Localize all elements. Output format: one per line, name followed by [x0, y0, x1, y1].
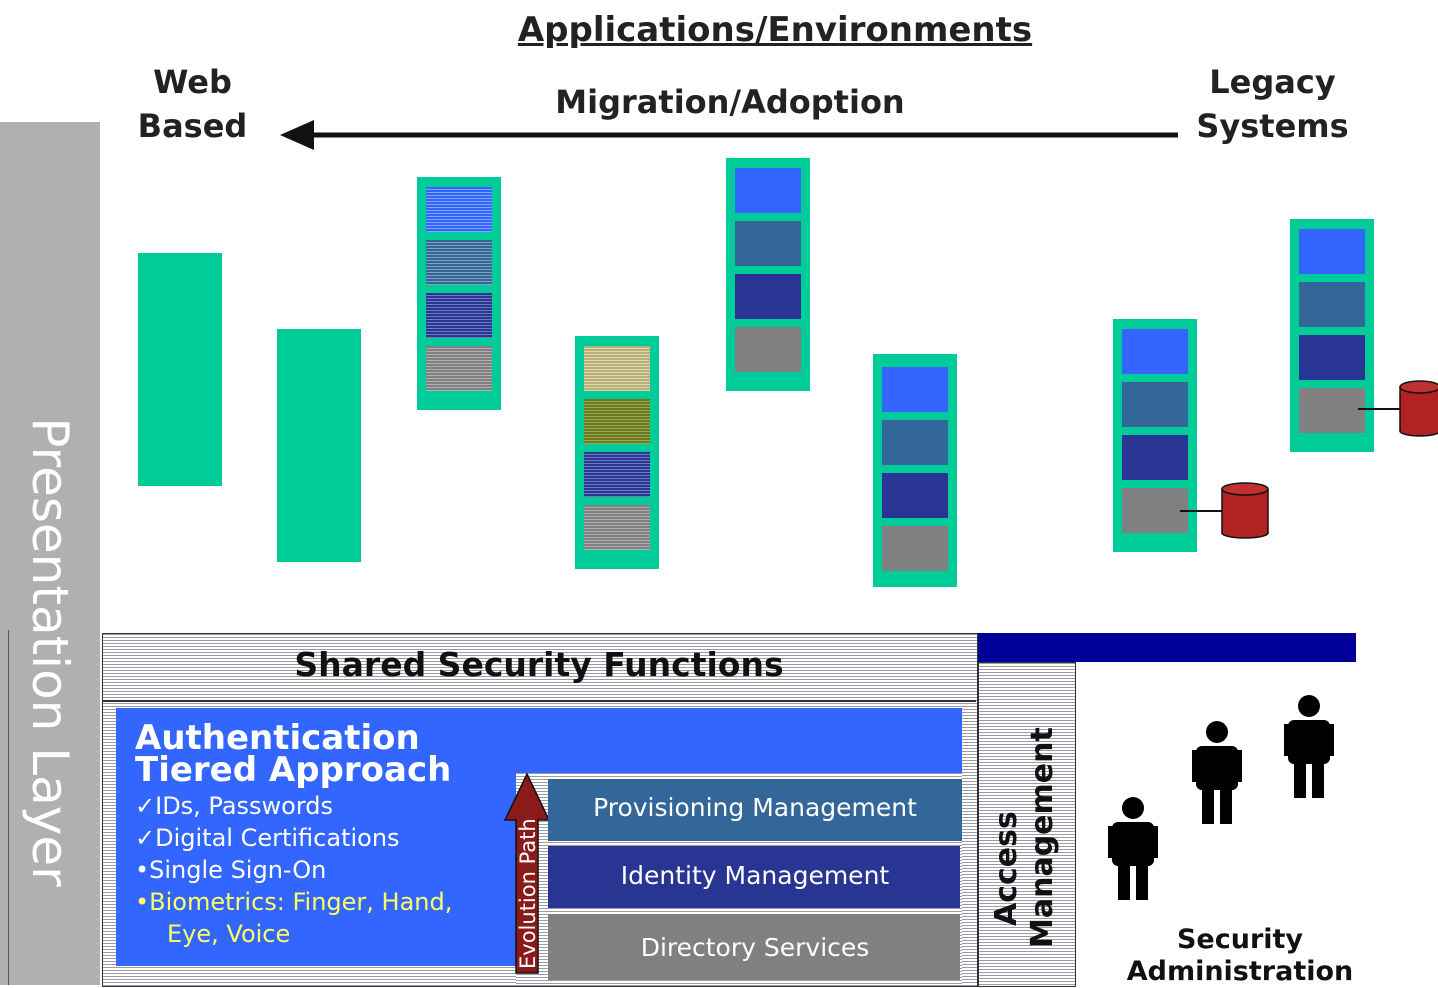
directory-label: Directory Services	[640, 933, 870, 962]
server-slot	[1299, 229, 1365, 274]
web-based-label: Web Based	[120, 60, 265, 148]
page-title: Applications/Environments	[517, 10, 1033, 50]
web-server-1	[138, 253, 222, 486]
bullet-icon: •	[135, 856, 150, 884]
auth-title-line1: Authentication	[135, 718, 420, 758]
directory-layer	[548, 914, 960, 980]
server-slot	[584, 346, 650, 391]
server-slot	[735, 274, 801, 319]
access-label: Access	[989, 811, 1024, 926]
app-server-6	[873, 354, 957, 587]
server-slot	[584, 399, 650, 444]
server-slot	[1299, 282, 1365, 327]
server-slot	[882, 526, 948, 571]
server-slot	[735, 221, 801, 266]
server-slot	[584, 505, 650, 550]
band-divider	[102, 700, 976, 702]
legacy-systems-text: Legacy Systems	[1196, 63, 1349, 145]
security-admin-label: Security Administration	[1126, 924, 1354, 987]
server-slot	[426, 346, 492, 391]
presentation-layer-bar: Presentation Layer	[0, 122, 100, 985]
access-management-band	[978, 662, 1076, 987]
auth-title-line2: Tiered Approach	[135, 750, 452, 790]
server-slot	[1122, 435, 1188, 480]
auth-item: ✓Digital Certifications	[135, 824, 400, 852]
auth-item: Eye, Voice	[167, 920, 291, 948]
auth-item: ✓IDs, Passwords	[135, 792, 334, 820]
navy-bar	[978, 633, 1356, 662]
legacy-server-7	[1113, 319, 1197, 552]
database-icon	[1358, 380, 1438, 437]
legacy-server-8	[1290, 219, 1374, 452]
person-icon	[1108, 797, 1158, 900]
app-server-4	[575, 336, 659, 569]
server-slot	[735, 168, 801, 213]
server-slot	[882, 473, 948, 518]
auth-title: Authentication Tiered Approach	[135, 718, 452, 790]
shared-security-label: Shared Security Functions	[294, 645, 784, 684]
migration-label: Migration/Adoption	[555, 83, 905, 121]
identity-label: Identity Management	[620, 861, 890, 890]
check-icon: ✓	[135, 792, 156, 820]
identity-layer	[548, 846, 960, 908]
app-server-5	[726, 158, 810, 391]
access-management-text: Access Management	[989, 727, 1060, 948]
server-slot	[426, 240, 492, 285]
management-label: Management	[1025, 727, 1060, 948]
server-slot	[882, 420, 948, 465]
left-divider	[8, 630, 9, 985]
legacy-systems-label: Legacy Systems	[1185, 60, 1360, 148]
evolution-path-label: Evolution Path	[516, 818, 540, 969]
app-server-3	[417, 177, 501, 410]
server-slot	[1122, 488, 1188, 533]
server-slot	[584, 452, 650, 497]
arrow-left-icon	[280, 120, 1178, 150]
auth-item: •Single Sign-On	[135, 856, 327, 884]
person-icon	[1284, 695, 1334, 798]
check-icon: ✓	[135, 824, 156, 852]
server-slot	[735, 327, 801, 372]
web-based-text: Web Based	[137, 63, 248, 145]
up-arrow-icon: Evolution Path	[503, 772, 551, 974]
presentation-layer-label: Presentation Layer	[21, 417, 79, 887]
server-slot	[1122, 382, 1188, 427]
server-slot	[426, 187, 492, 232]
auth-item: •Biometrics: Finger, Hand,	[135, 888, 453, 916]
server-slot	[882, 367, 948, 412]
provisioning-label: Provisioning Management	[593, 793, 917, 822]
server-slot	[1299, 388, 1365, 433]
provisioning-layer	[548, 779, 962, 841]
web-server-2	[277, 329, 361, 562]
person-icon	[1192, 721, 1242, 824]
server-slot	[1299, 335, 1365, 380]
auth-list: ✓IDs, Passwords ✓Digital Certifications …	[135, 790, 452, 950]
server-slot	[1122, 329, 1188, 374]
server-slot	[426, 293, 492, 338]
database-icon	[1180, 482, 1269, 539]
bullet-icon: •	[135, 888, 150, 916]
